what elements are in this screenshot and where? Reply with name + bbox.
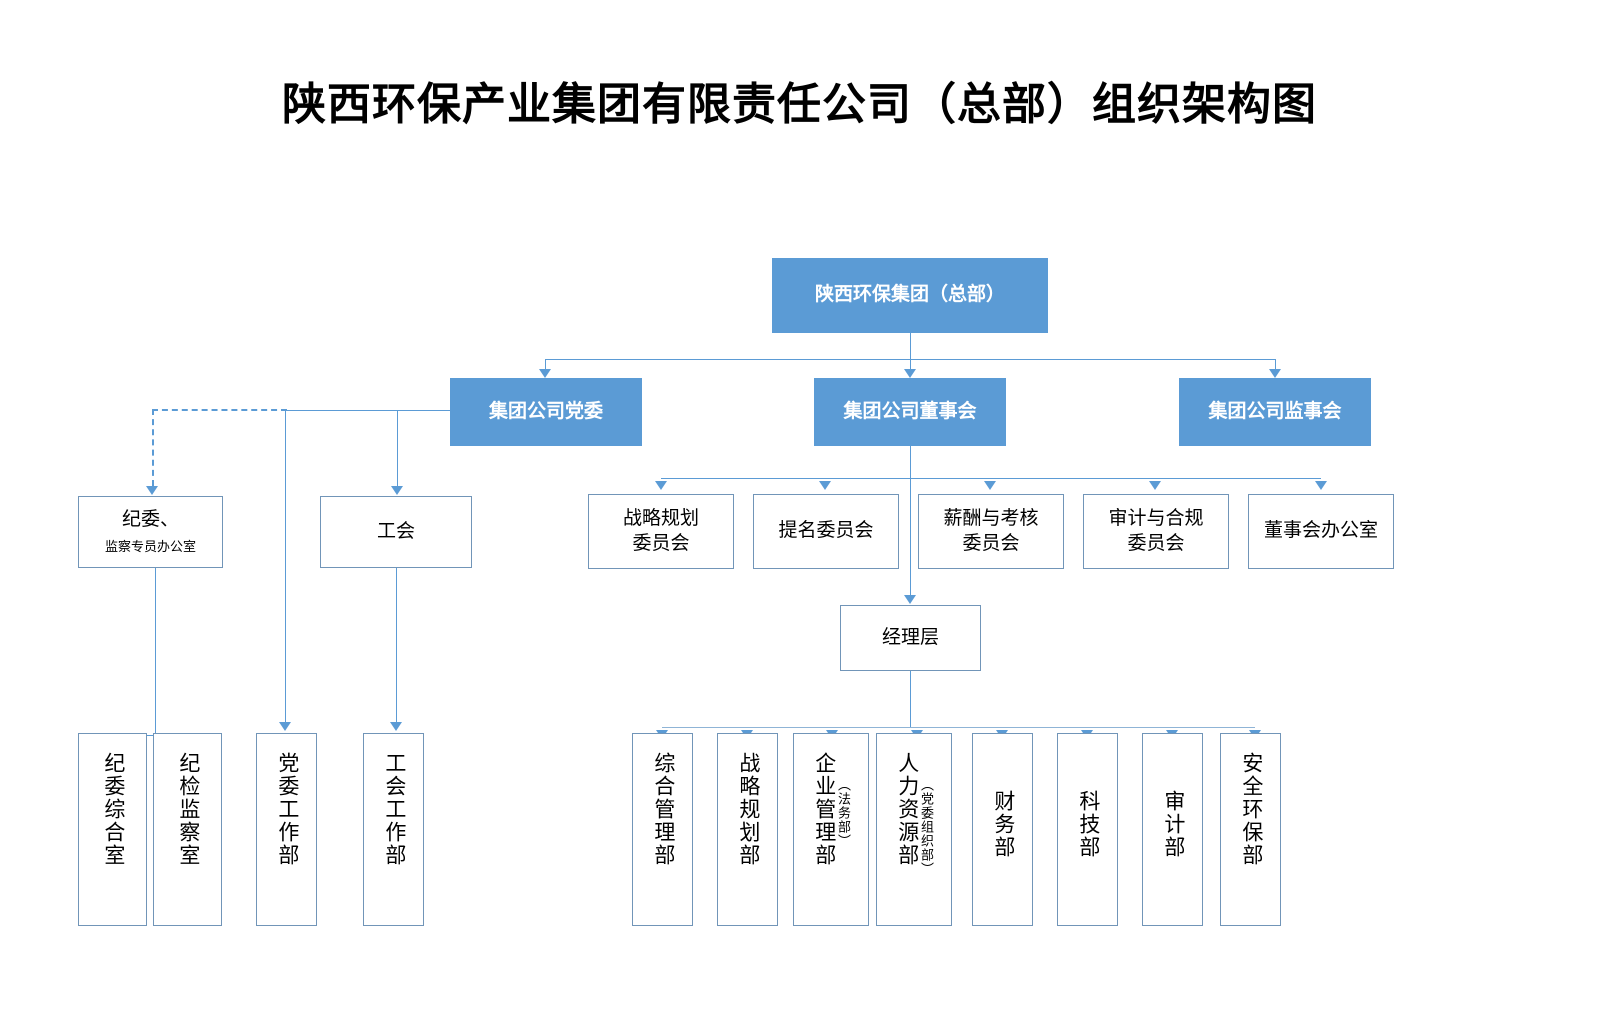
arrow-to-discipline-office: [146, 486, 158, 495]
node-compensation-assessment-committee[interactable]: 薪酬与考核 委员会: [918, 494, 1064, 569]
arrow-to-board-office: [1315, 481, 1327, 490]
node-general-management-department-label: 综合管理部: [651, 752, 675, 867]
node-enterprise-management-department[interactable]: （法务部） 企业管理部: [793, 733, 869, 926]
node-discipline-inspection-office[interactable]: 纪委、 监察专员办公室: [78, 496, 223, 568]
connector-to-union-v: [397, 410, 398, 486]
connector-root-down: [910, 333, 911, 359]
node-discipline-general-office[interactable]: 纪委综合室: [78, 733, 147, 926]
connector-party-dashed-v: [152, 409, 154, 486]
node-enterprise-management-department-note: （法务部）: [836, 778, 852, 848]
node-union-work-department[interactable]: 工会工作部: [363, 733, 424, 926]
connector-committee-bus: [661, 478, 1321, 479]
connector-party-work-dept-v: [285, 410, 286, 722]
connector-department-bus: [662, 727, 1255, 728]
node-party-work-department-label: 党委工作部: [275, 752, 299, 867]
node-audit-department[interactable]: 审计部: [1142, 733, 1203, 926]
connector-level2-drop-mid: [910, 359, 911, 371]
connector-party-dashed-h: [152, 409, 287, 411]
node-strategy-planning-department-label: 战略规划部: [736, 752, 760, 867]
connector-board-to-management: [910, 478, 911, 595]
node-labor-union[interactable]: 工会: [320, 496, 472, 568]
node-enterprise-management-department-label: 企业管理部: [812, 752, 836, 867]
connector-management-down: [910, 671, 911, 727]
node-discipline-sublabel: 监察专员办公室: [104, 539, 196, 555]
arrow-to-compensation-committee: [984, 481, 996, 490]
committee-line-2: 委员会: [632, 532, 690, 554]
node-discipline-supervision-office[interactable]: 纪检监察室: [153, 733, 222, 926]
node-human-resources-department-label: 人力资源部: [895, 752, 919, 867]
node-safety-environment-department[interactable]: 安全环保部: [1220, 733, 1281, 926]
node-party-committee[interactable]: 集团公司党委: [450, 378, 642, 446]
node-board-office[interactable]: 董事会办公室: [1248, 494, 1394, 569]
node-management-layer[interactable]: 经理层: [840, 605, 981, 671]
committee-line-1: 审计与合规: [1108, 508, 1204, 530]
page-title: 陕西环保产业集团有限责任公司（总部）组织架构图: [282, 80, 1317, 129]
connector-discipline-down: [155, 568, 156, 735]
node-technology-department[interactable]: 科技部: [1057, 733, 1118, 926]
node-strategy-planning-committee[interactable]: 战略规划 委员会: [588, 494, 734, 569]
arrow-to-supervisory-board: [1269, 369, 1281, 378]
node-finance-department-label: 财务部: [991, 790, 1015, 859]
node-board-of-directors[interactable]: 集团公司董事会: [814, 378, 1006, 446]
arrow-to-union: [391, 486, 403, 495]
connector-level2-drop-left: [545, 359, 546, 371]
connector-discipline-split: [112, 735, 190, 736]
node-group-headquarters[interactable]: 陕西环保集团（总部）: [772, 258, 1048, 333]
arrow-to-union-work-dept: [390, 722, 402, 731]
node-general-management-department[interactable]: 综合管理部: [632, 733, 693, 926]
node-human-resources-department-note: （党委组织部）: [919, 778, 935, 876]
arrow-to-board: [904, 369, 916, 378]
node-finance-department[interactable]: 财务部: [972, 733, 1033, 926]
node-discipline-label: 纪委、: [121, 509, 179, 531]
arrow-to-management-layer: [904, 595, 916, 604]
committee-line-2: 委员会: [1127, 532, 1185, 554]
node-party-work-department[interactable]: 党委工作部: [256, 733, 317, 926]
connector-board-down: [910, 446, 911, 478]
node-nomination-committee[interactable]: 提名委员会: [753, 494, 899, 569]
node-discipline-general-office-label: 纪委综合室: [101, 752, 125, 867]
node-discipline-supervision-office-label: 纪检监察室: [176, 752, 200, 867]
committee-line-1: 薪酬与考核: [943, 508, 1039, 530]
arrow-to-audit-committee: [1149, 481, 1161, 490]
connector-union-down: [396, 568, 397, 722]
node-audit-department-label: 审计部: [1161, 790, 1185, 859]
committee-line-1: 战略规划: [622, 508, 699, 530]
node-human-resources-department[interactable]: （党委组织部） 人力资源部: [876, 733, 952, 926]
node-supervisory-board[interactable]: 集团公司监事会: [1179, 378, 1371, 446]
node-strategy-planning-department[interactable]: 战略规划部: [717, 733, 778, 926]
committee-line-2: 委员会: [962, 532, 1020, 554]
connector-level2-drop-right: [1275, 359, 1276, 371]
arrow-to-party-work-dept: [279, 722, 291, 731]
node-technology-department-label: 科技部: [1076, 790, 1100, 859]
arrow-to-nomination-committee: [819, 481, 831, 490]
node-audit-compliance-committee[interactable]: 审计与合规 委员会: [1083, 494, 1229, 569]
node-safety-environment-department-label: 安全环保部: [1239, 752, 1263, 867]
connector-party-bus: [285, 410, 451, 411]
node-union-work-department-label: 工会工作部: [382, 752, 406, 867]
arrow-to-party-committee: [539, 369, 551, 378]
arrow-to-strategy-committee: [655, 481, 667, 490]
